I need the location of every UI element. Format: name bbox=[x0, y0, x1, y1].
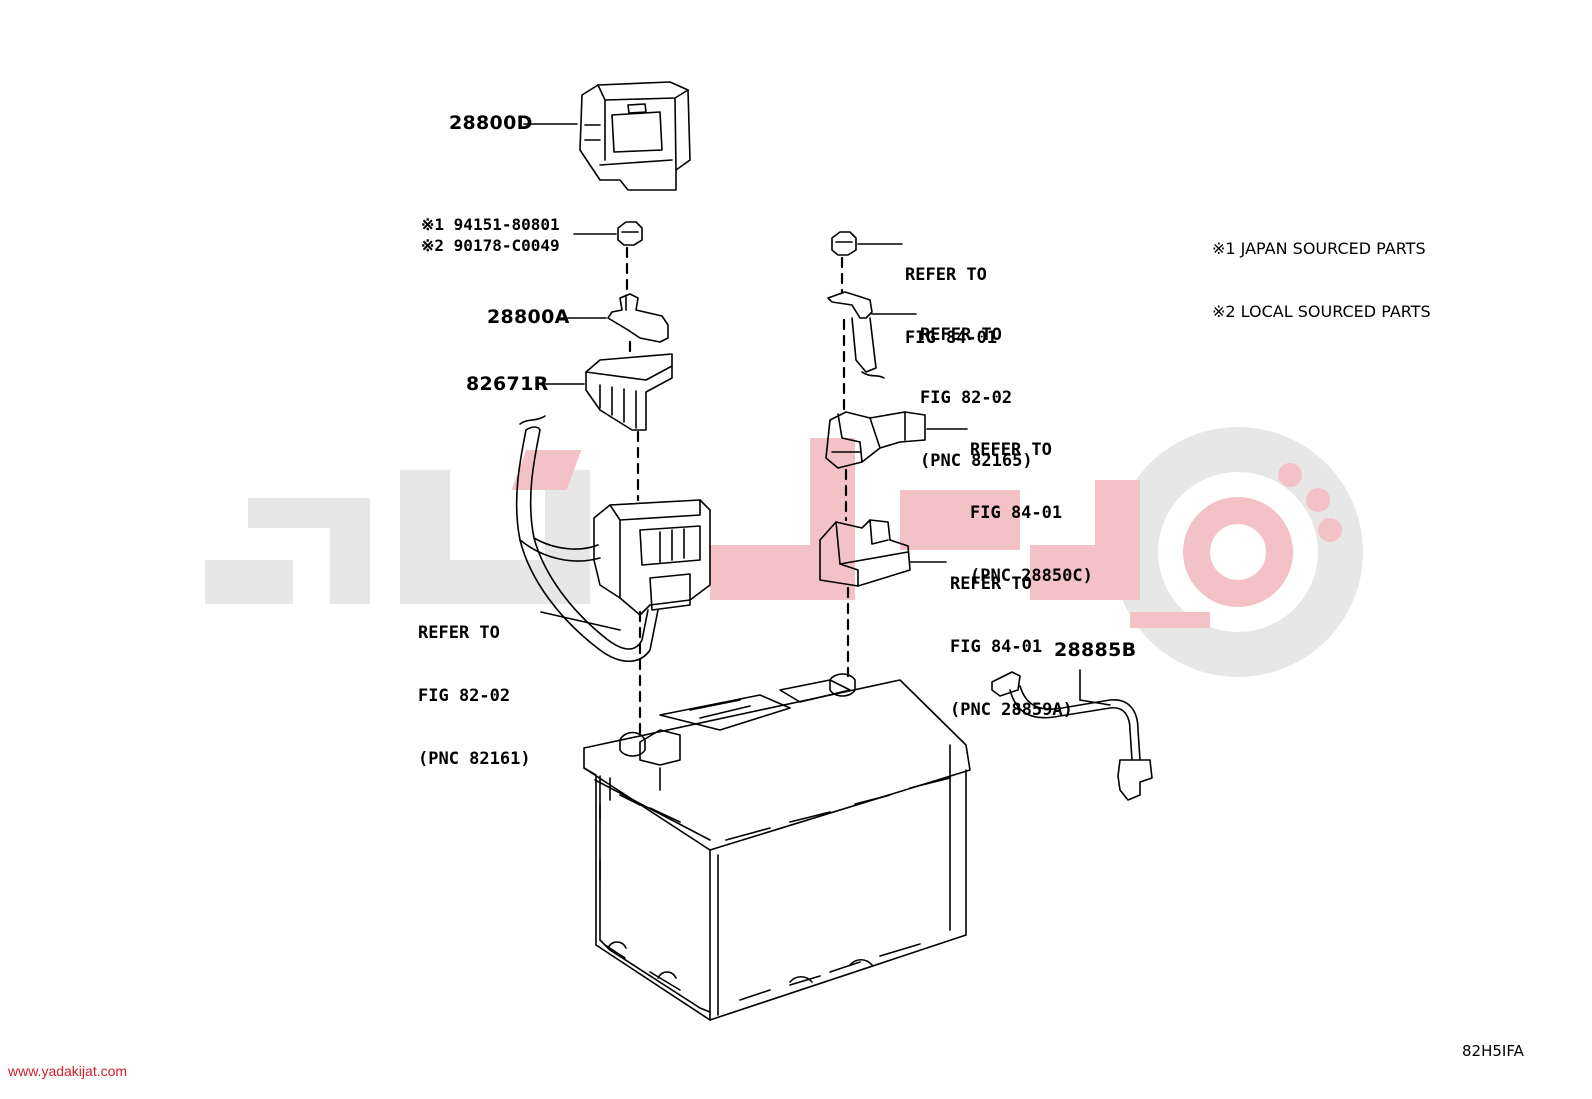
fuse-holder-82671r bbox=[585, 353, 673, 431]
battery-sensor bbox=[825, 411, 926, 469]
part-label-28800d[interactable]: 28800D bbox=[449, 112, 533, 134]
nut-callout-local[interactable]: ※2 90178-C0049 bbox=[421, 236, 560, 255]
watermark-site: www.yadakijat.com bbox=[8, 1063, 128, 1079]
refer-label-positive-cable[interactable]: REFER TO FIG 82-02 (PNC 82161) bbox=[418, 581, 531, 812]
refer-line: FIG 82-02 bbox=[920, 388, 1013, 408]
refer-line: FIG 84-01 bbox=[950, 637, 1043, 657]
ground-cable-terminal bbox=[827, 291, 885, 379]
positive-cable bbox=[515, 415, 659, 663]
sensor-bracket bbox=[819, 519, 911, 587]
part-label-82671r[interactable]: 82671R bbox=[466, 373, 549, 395]
figure-code: 82H5IFA bbox=[1462, 1042, 1524, 1060]
refer-line: REFER TO bbox=[970, 440, 1052, 460]
refer-label-ground-cable[interactable]: REFER TO FIG 82-02 (PNC 82165) bbox=[920, 283, 1033, 514]
terminal-cover-28800d bbox=[579, 81, 691, 191]
refer-label-nut[interactable]: REFER TO FIG 84-01 bbox=[905, 223, 997, 391]
battery bbox=[583, 673, 971, 1021]
terminal-clamp-28800a bbox=[607, 293, 669, 343]
refer-label-sensor[interactable]: REFER TO FIG 84-01 (PNC 28850C) bbox=[970, 398, 1093, 629]
refer-label-bracket[interactable]: REFER TO FIG 84-01 (PNC 28859A) bbox=[950, 532, 1073, 763]
nut-callout-japan[interactable]: ※1 94151-80801 bbox=[421, 215, 560, 234]
refer-line: (PNC 82161) bbox=[418, 749, 531, 769]
watermark-logo bbox=[205, 427, 1363, 677]
refer-line: FIG 82-02 bbox=[418, 686, 511, 706]
refer-line: (PNC 82165) bbox=[920, 451, 1033, 471]
refer-line: (PNC 28850C) bbox=[970, 566, 1093, 586]
legend-japan: ※1 JAPAN SOURCED PARTS bbox=[1212, 239, 1426, 258]
nut-right bbox=[831, 231, 857, 256]
legend: ※1 JAPAN SOURCED PARTS ※2 LOCAL SOURCED … bbox=[1212, 196, 1431, 364]
assembly-lines bbox=[625, 246, 850, 737]
positive-terminal-block bbox=[593, 499, 711, 616]
refer-line: (PNC 28859A) bbox=[950, 700, 1073, 720]
refer-line: FIG 84-01 bbox=[970, 503, 1063, 523]
refer-line: FIG 84-01 bbox=[905, 328, 998, 348]
refer-line: REFER TO bbox=[920, 325, 1002, 345]
nut-left bbox=[617, 221, 643, 246]
sensor-wire-28885b bbox=[991, 671, 1153, 801]
part-label-28885b[interactable]: 28885B bbox=[1054, 639, 1137, 661]
refer-line: REFER TO bbox=[950, 574, 1032, 594]
refer-line: REFER TO bbox=[418, 623, 500, 643]
refer-line: REFER TO bbox=[905, 265, 987, 285]
part-label-28800a[interactable]: 28800A bbox=[487, 306, 570, 328]
legend-local: ※2 LOCAL SOURCED PARTS bbox=[1212, 302, 1431, 321]
